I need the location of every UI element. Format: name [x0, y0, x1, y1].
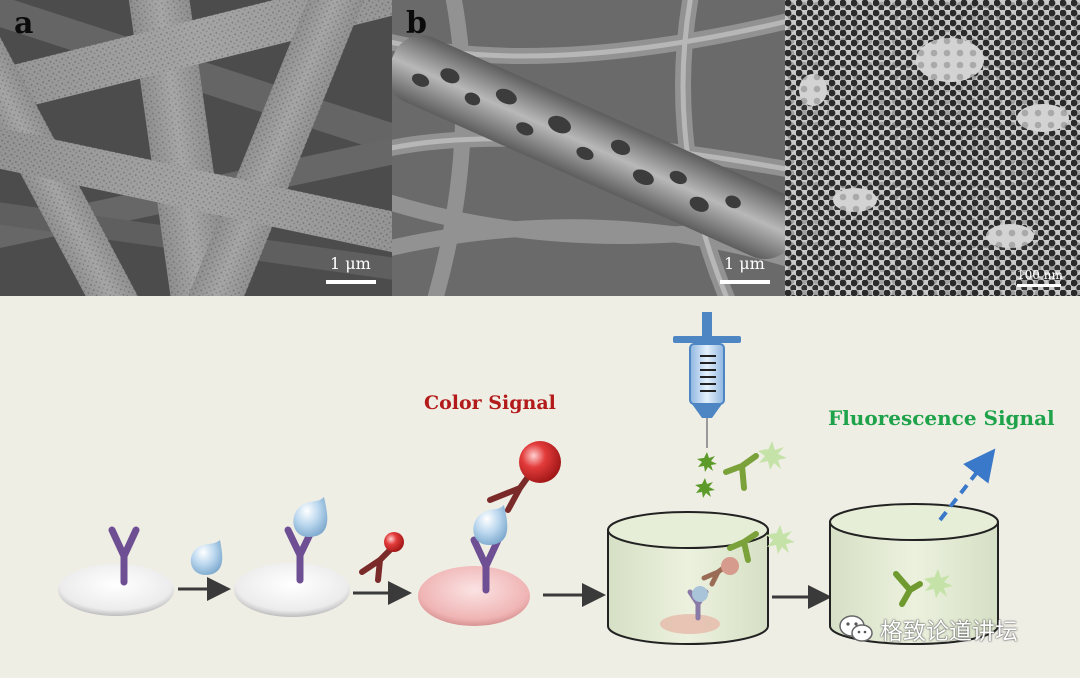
- assay-schematic: [58, 312, 999, 645]
- scale-bar-b: [720, 280, 770, 284]
- sem-image-a: a 1 μm: [0, 0, 392, 296]
- step1-membrane: [58, 526, 174, 616]
- scale-label-b: 1 μm: [724, 254, 765, 273]
- step2-membrane: [234, 497, 350, 617]
- watermark: 格致论道讲坛: [838, 612, 1018, 646]
- color-signal-label: Color Signal: [424, 392, 556, 414]
- wechat-icon: [839, 615, 873, 642]
- scale-bar-c: [1017, 284, 1061, 287]
- syringe-icon: [673, 312, 741, 448]
- antigen-drop-1: [190, 540, 223, 575]
- sem-image-b: b 1 μm: [392, 0, 785, 296]
- watermark-text: 格致论道讲坛: [880, 619, 1018, 645]
- tem-image-c: 100 nm: [785, 0, 1080, 296]
- emission-arrow: [938, 448, 996, 522]
- gold-antibody-probe: [359, 532, 404, 583]
- sem-fibers-a-graphic: [0, 0, 392, 296]
- panel-label-b: b: [406, 6, 427, 41]
- fluorescence-signal-label: Fluorescence Signal: [828, 406, 1055, 430]
- scale-bar-a: [326, 280, 376, 284]
- sem-fibers-b-graphic: [392, 0, 785, 296]
- panel-label-a: a: [14, 6, 34, 41]
- reaction-well-2: [829, 503, 999, 645]
- step3-membrane: [418, 441, 561, 626]
- scale-label-a: 1 μm: [330, 254, 371, 273]
- tem-nanoparticles-graphic: [785, 0, 1080, 296]
- reaction-well-1: [607, 511, 795, 645]
- fluorescent-antibody-free: [723, 441, 787, 491]
- scale-label-c: 100 nm: [1017, 268, 1063, 282]
